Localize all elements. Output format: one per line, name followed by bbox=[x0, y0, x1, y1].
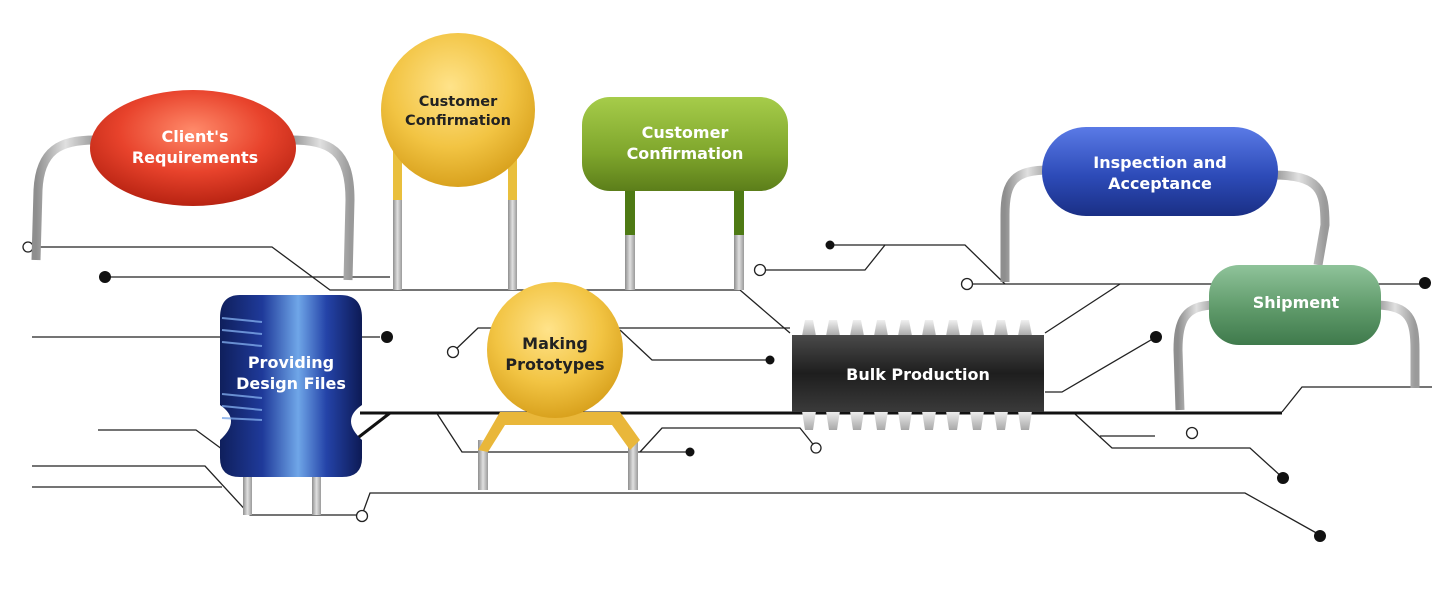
chip-pin-bottom bbox=[802, 411, 816, 430]
customer-confirmation-label-2: Customer Confirmation bbox=[626, 123, 744, 163]
making-prototypes-label: Making Prototypes bbox=[505, 334, 605, 374]
providing-design-files-label: Providing Design Files bbox=[236, 353, 346, 393]
chip-pin-bottom bbox=[874, 411, 888, 430]
terminal-dot bbox=[765, 355, 775, 365]
chip-pin-top bbox=[826, 320, 840, 336]
terminal-open bbox=[446, 345, 460, 359]
terminal-open bbox=[810, 442, 822, 454]
terminal-open bbox=[22, 241, 34, 253]
clients-requirements-label: Client's Requirements bbox=[131, 127, 259, 167]
chip-pin-top bbox=[1018, 320, 1032, 336]
chip-pin-top bbox=[922, 320, 936, 336]
terminal-dot bbox=[685, 447, 695, 457]
chip-pin-bottom bbox=[1018, 411, 1032, 430]
terminal-open bbox=[753, 263, 767, 277]
terminal-open bbox=[1185, 426, 1199, 440]
customer-confirmation-label-1: Customer Confirmation bbox=[405, 94, 511, 129]
chip-pin-bottom bbox=[850, 411, 864, 430]
trace-terminals bbox=[22, 240, 1431, 542]
red-ceramic-component bbox=[31, 90, 355, 281]
terminal-dot bbox=[99, 271, 111, 283]
green-capacitor bbox=[582, 97, 788, 290]
terminal-dot bbox=[1150, 331, 1162, 343]
blue-inductor bbox=[220, 295, 362, 515]
shipment-label: Shipment bbox=[1252, 292, 1340, 312]
terminal-dot bbox=[1277, 472, 1289, 484]
terminal-dot bbox=[381, 331, 393, 343]
terminal-dot bbox=[825, 240, 835, 250]
chip-pin-top bbox=[874, 320, 888, 336]
terminal-open bbox=[355, 509, 369, 523]
chip-pin-top bbox=[970, 320, 984, 336]
chip-pin-top bbox=[802, 320, 816, 336]
chip-pin-top bbox=[898, 320, 912, 336]
bulk-production-label: Bulk Production bbox=[846, 364, 990, 384]
terminal-dot bbox=[1314, 530, 1326, 542]
chip-pin-bottom bbox=[922, 411, 936, 430]
blue-resistor bbox=[1000, 127, 1330, 282]
chip-pin-bottom bbox=[946, 411, 960, 430]
chip-pin-bottom bbox=[970, 411, 984, 430]
chip-pin-bottom bbox=[994, 411, 1008, 430]
chip-pin-top bbox=[850, 320, 864, 336]
chip-pin-bottom bbox=[826, 411, 840, 430]
inspection-and-acceptance-label: Inspection and Acceptance bbox=[1093, 153, 1227, 193]
chip-pin-bottom bbox=[898, 411, 912, 430]
yellow-disc-capacitor bbox=[381, 33, 535, 290]
yellow-varistor bbox=[478, 282, 640, 490]
green-resistor bbox=[1173, 265, 1420, 411]
chip-pin-top bbox=[994, 320, 1008, 336]
terminal-open bbox=[960, 277, 974, 291]
terminal-dot bbox=[1419, 277, 1431, 289]
ic-chip bbox=[792, 320, 1044, 430]
chip-pin-top bbox=[946, 320, 960, 336]
